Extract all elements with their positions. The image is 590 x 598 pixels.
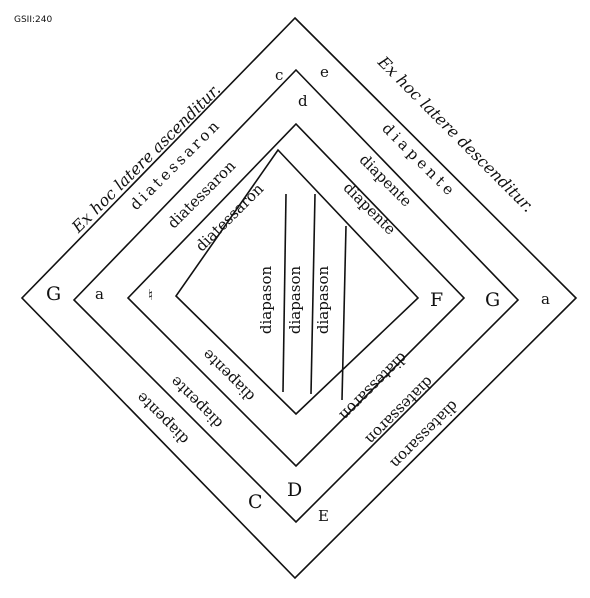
letter-top-e: e [320,63,329,81]
letter-right-inner: F [430,289,443,311]
letter-top-c: c [275,66,283,84]
diapason-line-3 [341,225,347,401]
diapason-label-2: diapason [286,266,304,335]
inner-diamond [174,148,420,416]
diapason-line-1 [282,193,287,393]
diapason-label-1: diapason [257,266,275,335]
letter-bottom-C: C [248,491,263,513]
outer-diamond [20,16,578,580]
letter-top-d: d [298,92,308,110]
diapason-line-2 [310,193,316,395]
letter-bottom-E: E [318,507,329,525]
letter-left-second: a [95,285,104,303]
diapente-lower-a: diapente [199,346,259,406]
letter-right-second: G [485,289,500,311]
letter-left-third: ♮ [148,286,153,304]
letter-bottom-D: D [287,479,302,501]
diapason-label-3: diapason [314,266,332,335]
caption: GSII:240 [14,15,52,25]
second-diamond [72,68,520,524]
left-side-header: Ex hoc latere ascenditur. [67,80,224,237]
letter-right-outer: a [541,290,550,308]
letter-left-outer: G [46,283,61,305]
third-diamond [126,122,466,468]
